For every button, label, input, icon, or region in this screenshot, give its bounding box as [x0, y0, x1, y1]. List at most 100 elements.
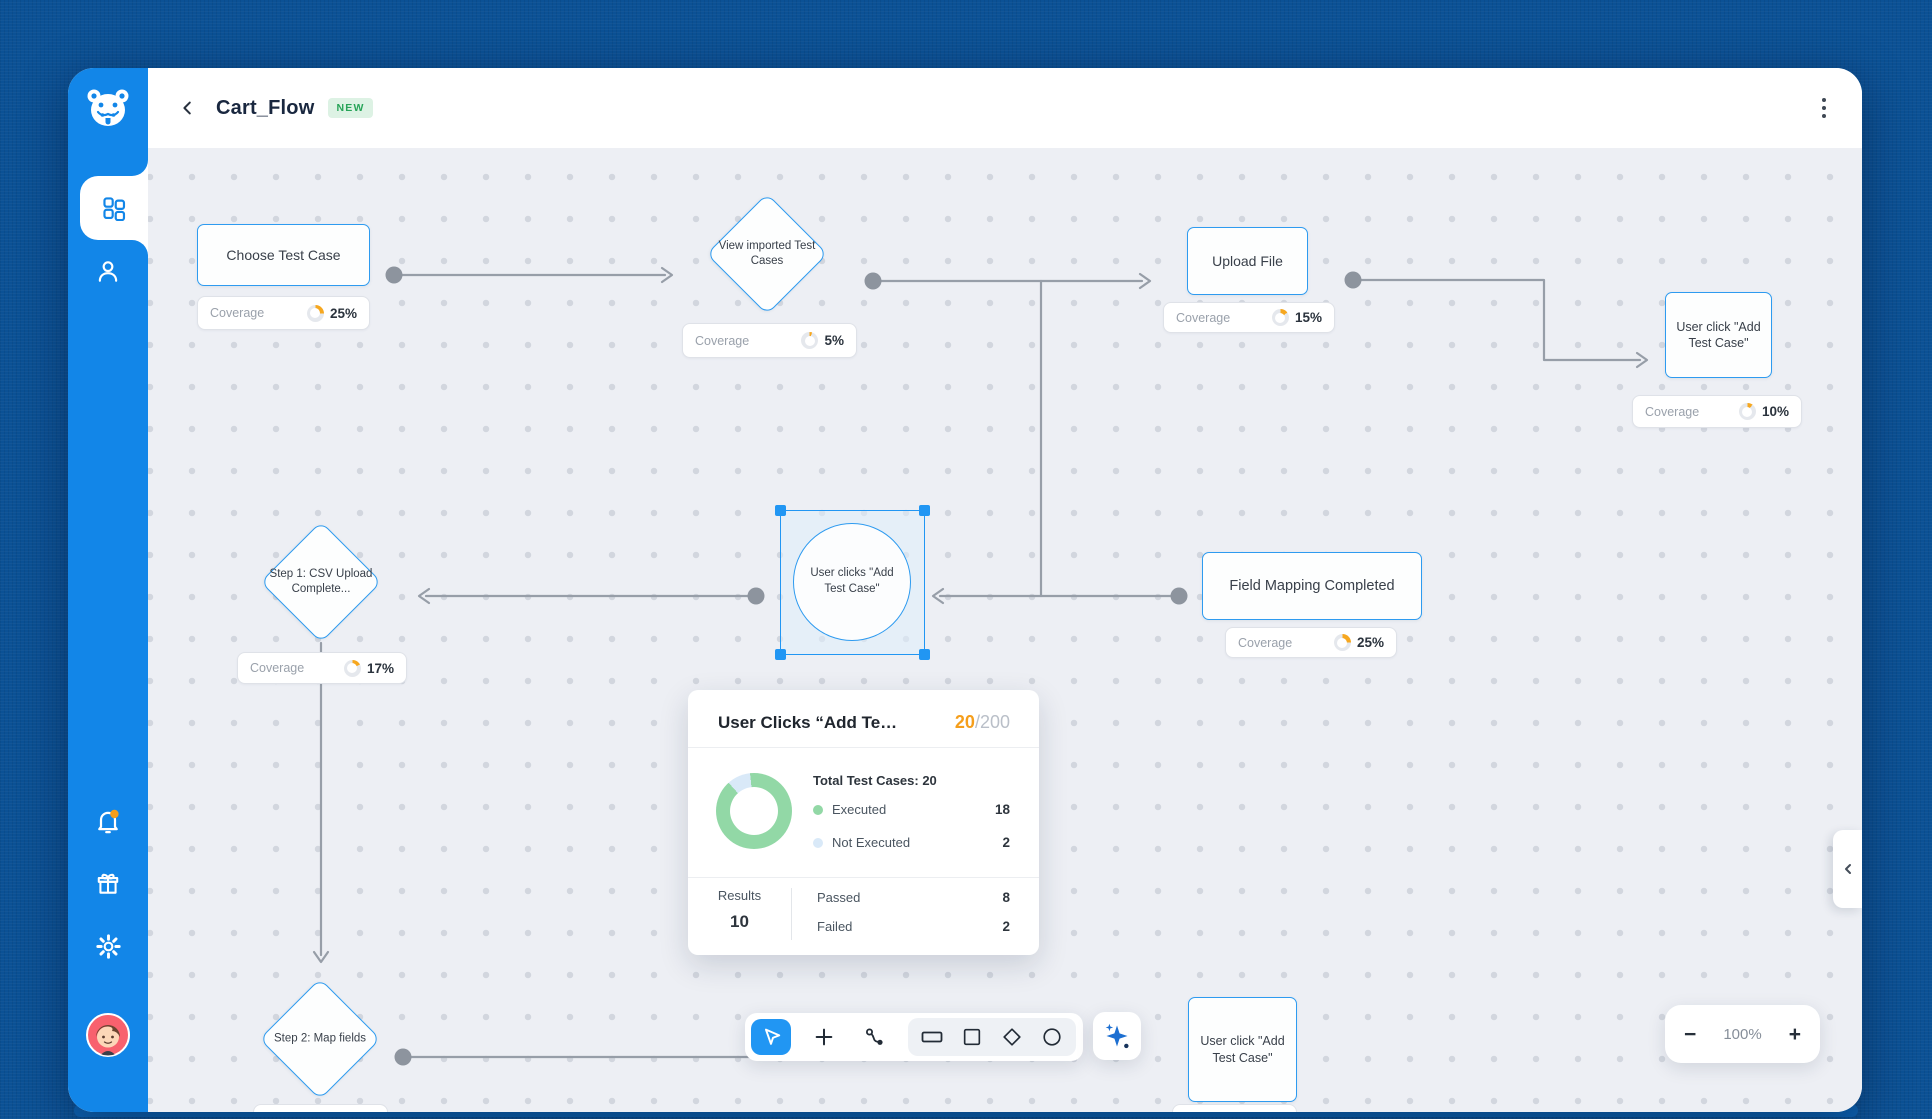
divider: [688, 747, 1039, 748]
selection-handle[interactable]: [919, 649, 930, 660]
node-choose-test-case[interactable]: Choose Test Case: [197, 224, 370, 286]
node-label: User click "Add Test Case": [1676, 319, 1761, 350]
sidebar-item-rewards[interactable]: [86, 864, 130, 904]
add-node-button[interactable]: [806, 1019, 842, 1055]
execution-donut-chart: [716, 773, 792, 849]
rectangle-shape-button[interactable]: [916, 1019, 948, 1055]
coverage-value: 15%: [1294, 310, 1322, 325]
results-label: Results: [717, 888, 762, 903]
node-label: Choose Test Case: [226, 246, 341, 263]
not-executed-dot-icon: [813, 837, 823, 848]
flow-canvas[interactable]: Choose Test Case Coverage 25% View impor…: [148, 148, 1862, 1112]
square-shape-button[interactable]: [956, 1019, 988, 1055]
app-window: Cart_Flow NEW: [68, 68, 1862, 1112]
circle-icon: [1043, 1028, 1061, 1046]
sidebar-item-users[interactable]: [86, 251, 130, 291]
results-value: 10: [730, 912, 749, 931]
coverage-label: Coverage: [210, 306, 265, 320]
coverage-label: Coverage: [1176, 310, 1231, 325]
node-label: View imported Test Cases: [718, 240, 816, 267]
chevron-left-icon: [183, 101, 191, 115]
coverage-value: 17%: [366, 660, 394, 676]
coverage-badge-clipped: [1172, 1104, 1297, 1112]
connector-tool-button[interactable]: [857, 1019, 893, 1055]
legend-label: Not Executed: [832, 835, 911, 850]
coverage-badge-clipped: [253, 1104, 388, 1112]
back-button[interactable]: [174, 94, 202, 122]
coverage-value: 25%: [1356, 635, 1384, 650]
node-label: Field Mapping Completed: [1229, 577, 1395, 594]
node-step2-map-fields[interactable]: Step 2: Map fields: [259, 978, 381, 1100]
plus-icon: [815, 1028, 833, 1046]
ai-assistant-button[interactable]: [1093, 1012, 1141, 1060]
node-view-imported-test-cases[interactable]: View imported Test Cases: [706, 193, 828, 315]
diamond-shape-button[interactable]: [996, 1019, 1028, 1055]
avatar-icon: [86, 1013, 130, 1057]
coverage-arc-icon: [306, 304, 324, 322]
shape-picker-group: [908, 1018, 1076, 1056]
more-options-button[interactable]: [1816, 92, 1832, 124]
coverage-label: Coverage: [695, 333, 750, 348]
page-title: Cart_Flow: [216, 96, 315, 119]
node-label: Upload File: [1212, 252, 1283, 269]
shape-toolbar: [745, 1013, 1083, 1061]
outcome-row-passed: Passed 8: [817, 890, 1010, 905]
user-avatar[interactable]: [86, 1013, 130, 1057]
sidebar-item-settings[interactable]: [86, 926, 130, 966]
node-label: Step 1: CSV Upload Complete...: [269, 568, 373, 595]
node-label: User clicks "Add Test Case": [810, 567, 894, 595]
main-area: Cart_Flow NEW: [148, 68, 1862, 1112]
executed-dot-icon: [813, 804, 823, 815]
select-tool-button[interactable]: [751, 1019, 791, 1055]
sidebar-item-dashboard[interactable]: [80, 176, 148, 240]
outcome-label: Passed: [817, 890, 861, 905]
popup-title: User Clicks “Add Te…: [718, 713, 898, 732]
results-block: Results 10: [688, 888, 791, 932]
rectangle-icon: [921, 1031, 943, 1043]
zoom-out-button[interactable]: −: [1684, 1022, 1697, 1046]
header: Cart_Flow NEW: [148, 68, 1862, 148]
node-user-click-add-test-case-right[interactable]: User click "Add Test Case": [1665, 292, 1772, 378]
connector-icon: [866, 1028, 883, 1045]
node-label: Step 2: Map fields: [273, 1032, 367, 1045]
legend-row-executed: Executed 18: [813, 802, 1010, 817]
circle-shape: User clicks "Add Test Case": [793, 523, 911, 641]
gear-icon: [95, 933, 121, 959]
coverage-badge: Coverage 10%: [1632, 395, 1802, 428]
square-icon: [963, 1028, 981, 1046]
coverage-label: Coverage: [1238, 635, 1293, 650]
circle-shape-button[interactable]: [1036, 1019, 1068, 1055]
zoom-in-button[interactable]: +: [1788, 1022, 1801, 1046]
dashboard-icon: [103, 197, 126, 221]
coverage-badge: Coverage 15%: [1163, 302, 1335, 333]
selection-handle[interactable]: [775, 505, 786, 516]
coverage-arc-icon: [801, 332, 819, 349]
sidebar-item-notifications[interactable]: [86, 801, 130, 841]
score-current: 20: [954, 712, 975, 732]
node-step1-csv-upload[interactable]: Step 1: CSV Upload Complete...: [260, 521, 382, 643]
coverage-value: 10%: [1761, 404, 1789, 419]
node-user-click-add-test-case-bottom[interactable]: User click "Add Test Case": [1188, 997, 1297, 1102]
coverage-badge: Coverage 5%: [682, 323, 857, 358]
coverage-arc-icon: [1271, 309, 1289, 326]
popup-score: 20/200: [955, 712, 1010, 733]
active-notch-curve-bottom: [132, 240, 148, 256]
diamond-icon: [1003, 1028, 1021, 1046]
zoom-level: 100%: [1723, 1025, 1762, 1043]
coverage-badge: Coverage 25%: [1225, 627, 1397, 658]
panel-expand-tab[interactable]: [1833, 830, 1862, 908]
active-notch-curve-top: [132, 160, 148, 176]
selection-handle[interactable]: [919, 505, 930, 516]
selection-handle[interactable]: [775, 649, 786, 660]
legend-label: Executed: [832, 802, 887, 817]
bell-icon: [98, 809, 119, 834]
node-upload-file[interactable]: Upload File: [1187, 227, 1308, 295]
node-field-mapping-completed[interactable]: Field Mapping Completed: [1202, 552, 1422, 620]
coverage-arc-icon: [1333, 634, 1351, 651]
coverage-label: Coverage: [250, 661, 305, 675]
person-icon: [98, 261, 118, 282]
node-user-clicks-add-test-case-selected[interactable]: User clicks "Add Test Case": [775, 505, 930, 660]
cursor-icon: [764, 1028, 781, 1045]
gift-icon: [97, 873, 119, 894]
outcome-row-failed: Failed 2: [817, 919, 1010, 934]
